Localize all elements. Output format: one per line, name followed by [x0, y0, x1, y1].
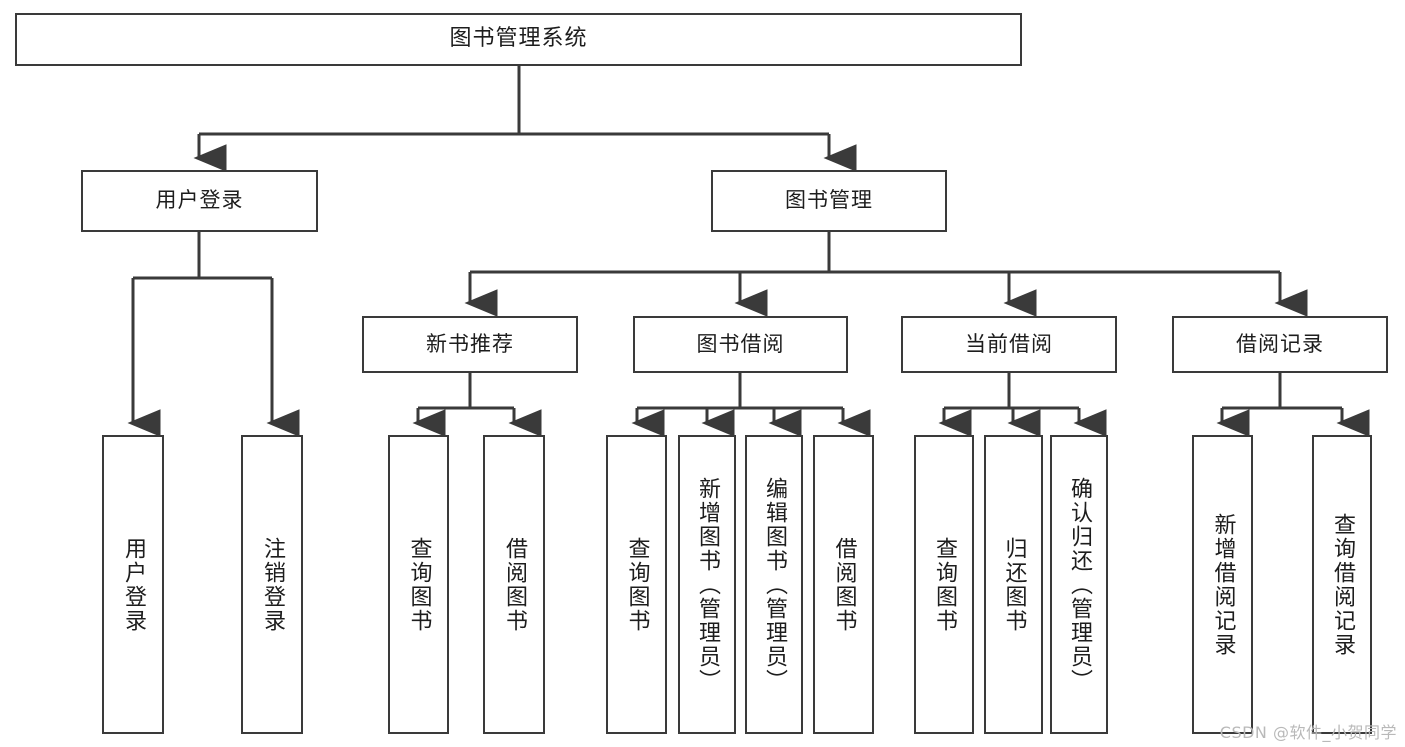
leaf-label: 借阅图书: [831, 536, 857, 633]
node-leaf-add-record[interactable]: 新增借阅记录: [1192, 435, 1253, 734]
node-leaf-logout[interactable]: 注销登录: [241, 435, 303, 734]
node-leaf-add-book[interactable]: 新增图书（管理员）: [678, 435, 736, 734]
leaf-label: 借阅图书: [501, 536, 527, 633]
node-book-management[interactable]: 图书管理: [711, 170, 947, 232]
node-leaf-borrow-book-1[interactable]: 借阅图书: [483, 435, 545, 734]
node-new-book-recommend[interactable]: 新书推荐: [362, 316, 578, 373]
leaf-label: 用户登录: [120, 536, 146, 633]
node-leaf-return-book[interactable]: 归还图书: [984, 435, 1043, 734]
node-borrow-record[interactable]: 借阅记录: [1172, 316, 1388, 373]
leaf-label: 确认归还（管理员）: [1066, 476, 1092, 693]
node-new-book-recommend-label: 新书推荐: [426, 331, 514, 356]
node-leaf-confirm-return[interactable]: 确认归还（管理员）: [1050, 435, 1108, 734]
leaf-label: 查询图书: [406, 536, 432, 633]
node-root[interactable]: 图书管理系统: [15, 13, 1022, 66]
node-root-label: 图书管理系统: [449, 26, 588, 52]
node-borrow-record-label: 借阅记录: [1236, 331, 1324, 356]
leaf-label: 查询图书: [624, 536, 650, 633]
node-user-login[interactable]: 用户登录: [81, 170, 318, 232]
node-leaf-query-book-1[interactable]: 查询图书: [388, 435, 449, 734]
node-current-borrow[interactable]: 当前借阅: [901, 316, 1117, 373]
node-book-borrow-label: 图书借阅: [696, 331, 785, 356]
node-leaf-user-login[interactable]: 用户登录: [102, 435, 164, 734]
leaf-label: 编辑图书（管理员）: [761, 476, 787, 693]
leaf-label: 查询借阅记录: [1329, 512, 1355, 657]
node-leaf-edit-book[interactable]: 编辑图书（管理员）: [745, 435, 803, 734]
node-leaf-borrow-book-2[interactable]: 借阅图书: [813, 435, 874, 734]
leaf-label: 归还图书: [1001, 536, 1027, 633]
node-leaf-query-record[interactable]: 查询借阅记录: [1312, 435, 1372, 734]
node-book-management-label: 图书管理: [785, 188, 873, 213]
node-leaf-query-book-3[interactable]: 查询图书: [914, 435, 974, 734]
leaf-label: 新增图书（管理员）: [694, 476, 720, 693]
watermark-text: CSDN @软件_小贺同学: [1219, 723, 1397, 742]
node-book-borrow[interactable]: 图书借阅: [633, 316, 848, 373]
leaf-label: 注销登录: [259, 536, 285, 633]
node-user-login-label: 用户登录: [155, 188, 244, 213]
leaf-label: 查询图书: [931, 536, 957, 633]
leaf-label: 新增借阅记录: [1210, 512, 1236, 657]
node-current-borrow-label: 当前借阅: [965, 331, 1053, 356]
node-leaf-query-book-2[interactable]: 查询图书: [606, 435, 667, 734]
